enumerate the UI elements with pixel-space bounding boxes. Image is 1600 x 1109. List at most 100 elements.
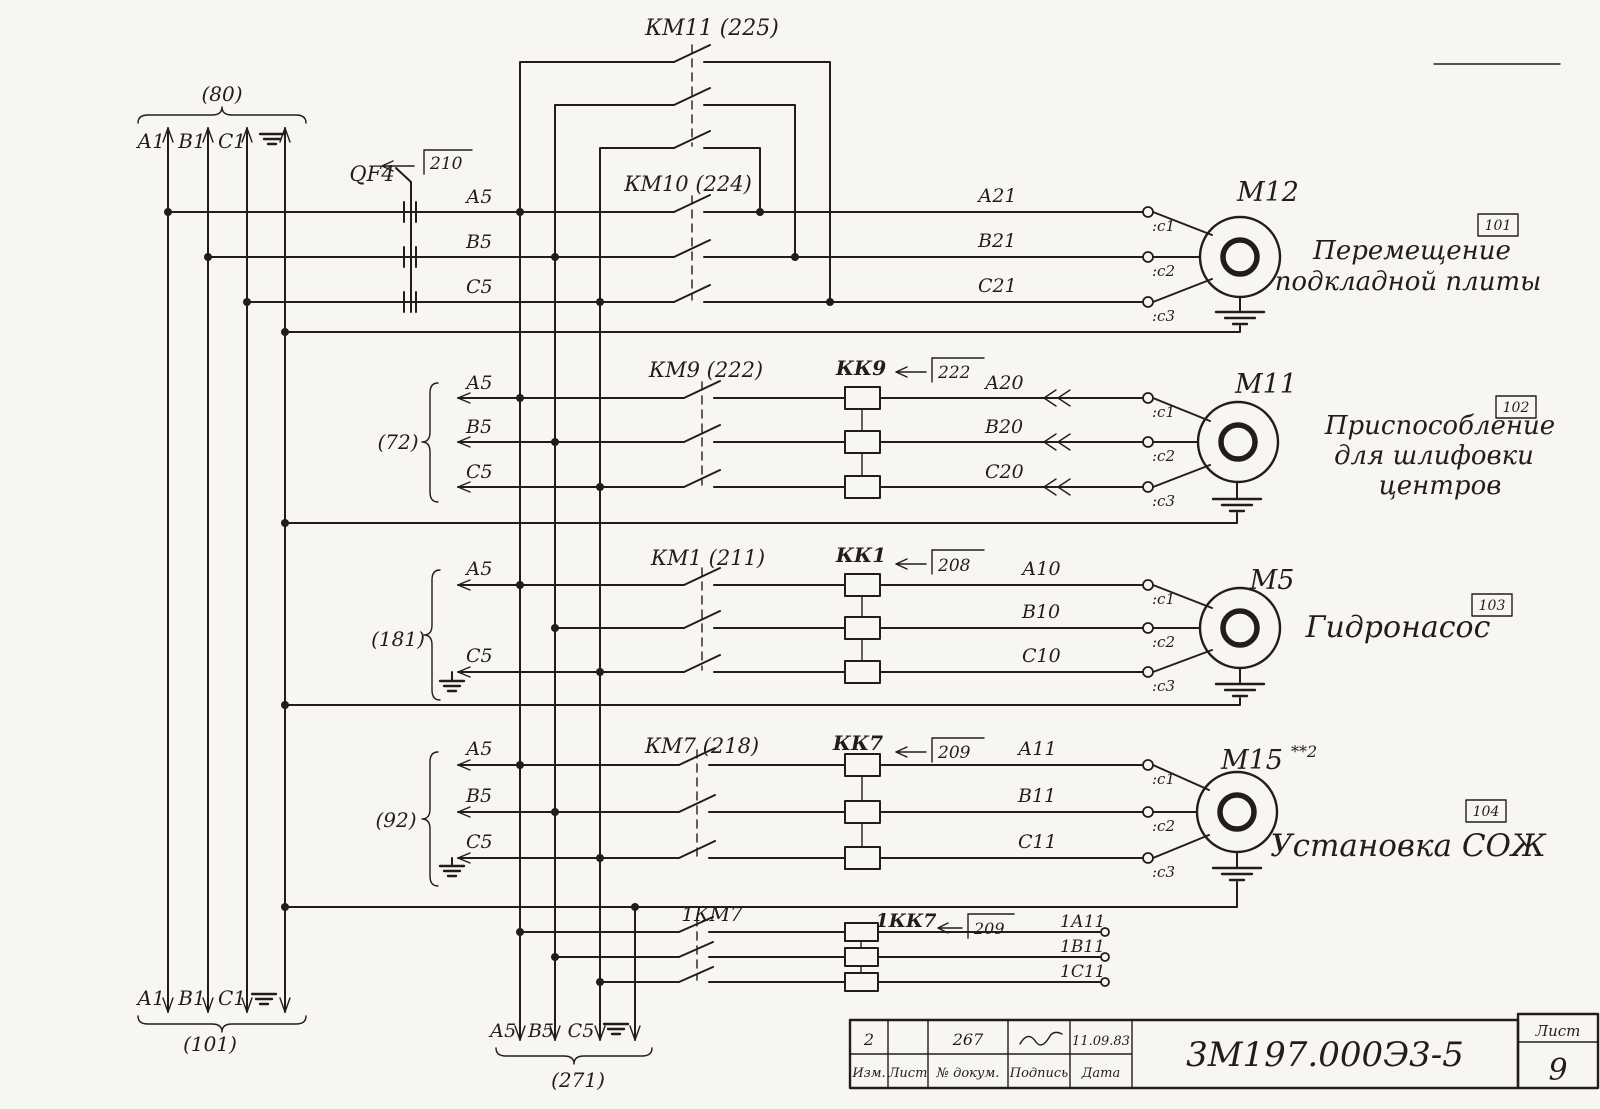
brace-181 <box>423 569 441 701</box>
kk-connectors <box>860 408 863 974</box>
branch3-feed-c5: С5 <box>466 645 493 667</box>
caption-m11-line3: центров <box>1379 471 1502 501</box>
motor-m15-label: М15 <box>1220 745 1283 776</box>
motor-m11-symbol <box>1196 400 1280 484</box>
motor-m12-label: М12 <box>1236 177 1299 208</box>
bracket-181-label: (181) <box>371 627 425 651</box>
kk7a-ref: 209 <box>973 919 1005 938</box>
kk7-boxes <box>844 753 881 870</box>
trunk-b5-label: В5 <box>527 1020 554 1042</box>
sheet-number: 9 <box>1548 1053 1567 1088</box>
trunk-bracket-label: (271) <box>551 1068 605 1092</box>
brace-271 <box>495 1047 653 1065</box>
m12-terminal-c2: :с2 <box>1152 262 1175 280</box>
motor-m15-sup: **2 <box>1291 742 1317 761</box>
brace-101 <box>137 1015 307 1033</box>
m5-terminal-c2: :с2 <box>1152 633 1175 651</box>
title-header-doc: № докум. <box>936 1066 1000 1081</box>
title-header-podpis: Подпись <box>1009 1066 1069 1081</box>
motors <box>1195 215 1282 854</box>
kk9-label: КК9 <box>835 356 886 380</box>
contactor-link-dashes <box>691 44 703 981</box>
wire-a11-label: А11 <box>1016 738 1057 760</box>
wire-b20-label: В20 <box>984 416 1023 438</box>
motor-m15-rotor <box>1217 792 1257 832</box>
branch3-feed-a5: А5 <box>464 558 492 580</box>
kk7a-boxes <box>844 922 879 992</box>
motor-m5-symbol <box>1198 586 1282 670</box>
title-block-grid <box>849 1019 1133 1089</box>
tag-103-label: 103 <box>1479 598 1506 614</box>
sheet-number-box <box>1516 1012 1600 1090</box>
caption-m12-line2: подкладной плиты <box>1275 267 1542 297</box>
km11-label: КМ11 (225) <box>644 16 779 41</box>
tag-104-label: 104 <box>1473 804 1500 820</box>
km7a-label: 1КМ7 <box>681 902 743 926</box>
circuit-breaker-qf4-symbol <box>395 167 417 313</box>
braces <box>137 106 653 1065</box>
tag-box-102 <box>1495 395 1537 419</box>
labels: (80) А1 В1 С1 QF4 210 А5 В5 С5 КМ11 (225… <box>135 16 1555 1092</box>
bus-phase-b1-top: В1 <box>177 129 205 153</box>
tag-101-label: 101 <box>1485 218 1512 234</box>
title-header-izm: Изм. <box>851 1066 885 1081</box>
tag-box-103 <box>1471 593 1513 617</box>
wire-c10-label: С10 <box>1022 645 1061 667</box>
feed-a5-label: А5 <box>464 186 492 208</box>
trunk-c5-label: С5 <box>568 1020 595 1042</box>
feed-b5-label: В5 <box>465 231 492 253</box>
title-value-date: 11.09.83 <box>1072 1034 1130 1049</box>
kk7-label: КК7 <box>832 731 883 755</box>
m11-terminal-c2: :с2 <box>1152 447 1175 465</box>
title-header-list: Лист <box>888 1066 928 1081</box>
wire-1b11-label: 1В11 <box>1060 937 1105 957</box>
m15-terminal-c1: :с1 <box>1152 770 1175 788</box>
km7-label: КМ7 (218) <box>644 734 759 758</box>
wire-1c11-label: 1С11 <box>1060 962 1105 982</box>
tag-box-101 <box>1477 213 1519 237</box>
wire-b10-label: В10 <box>1021 601 1060 623</box>
bus-phase-c1-bottom: С1 <box>218 986 246 1010</box>
branch2-feed-b5: В5 <box>465 416 492 438</box>
wire-b11-label: В11 <box>1017 785 1056 807</box>
junction-dots <box>164 208 834 986</box>
motor-terminal-circles <box>1100 206 1154 987</box>
bus-bracket-top-label: (80) <box>201 82 242 106</box>
title-value-izm: 2 <box>863 1030 874 1049</box>
qf4-ref: 210 <box>429 154 463 174</box>
m12-terminal-c3: :с3 <box>1152 307 1175 325</box>
wires <box>167 61 1241 1041</box>
kk1-ref: 208 <box>937 556 971 576</box>
m11-terminal-c3: :с3 <box>1152 492 1175 510</box>
km9-label: КМ9 (222) <box>648 358 763 382</box>
branch2-feed-a5: А5 <box>464 372 492 394</box>
tag-box-104 <box>1465 799 1507 823</box>
motor-m5-rotor <box>1220 608 1260 648</box>
kk7a-label: 1КК7 <box>875 910 936 932</box>
title-doc-number: 3М197.000Э3-5 <box>1186 1035 1464 1075</box>
title-header-data: Дата <box>1081 1066 1120 1081</box>
wire-a21-label: А21 <box>976 185 1017 207</box>
caption-m11-line1: Приспособление <box>1324 411 1555 441</box>
motor-m15-symbol <box>1195 770 1279 854</box>
bus-bracket-bottom-label: (101) <box>183 1032 237 1056</box>
caption-m15-line1: Установка СОЖ <box>1270 828 1547 864</box>
feed-c5-label: С5 <box>466 276 493 298</box>
m11-terminal-c1: :с1 <box>1152 403 1175 421</box>
motor-m12-rotor <box>1220 237 1260 277</box>
sheet-label: Лист <box>1535 1022 1581 1040</box>
arrowheads <box>162 127 641 1041</box>
trunk-a5-label: А5 <box>488 1020 516 1042</box>
branch4-feed-c5: С5 <box>466 831 493 853</box>
wire-c21-label: С21 <box>978 275 1017 297</box>
thermal-relays <box>844 386 881 992</box>
wire-c20-label: С20 <box>985 461 1024 483</box>
brace-72 <box>421 382 439 503</box>
title-value-doc: 267 <box>952 1030 984 1049</box>
tag-102-label: 102 <box>1503 400 1530 416</box>
motor-m5-label: М5 <box>1249 565 1295 596</box>
branch2-feed-c5: С5 <box>466 461 493 483</box>
km10-label: КМ10 (224) <box>623 172 752 196</box>
